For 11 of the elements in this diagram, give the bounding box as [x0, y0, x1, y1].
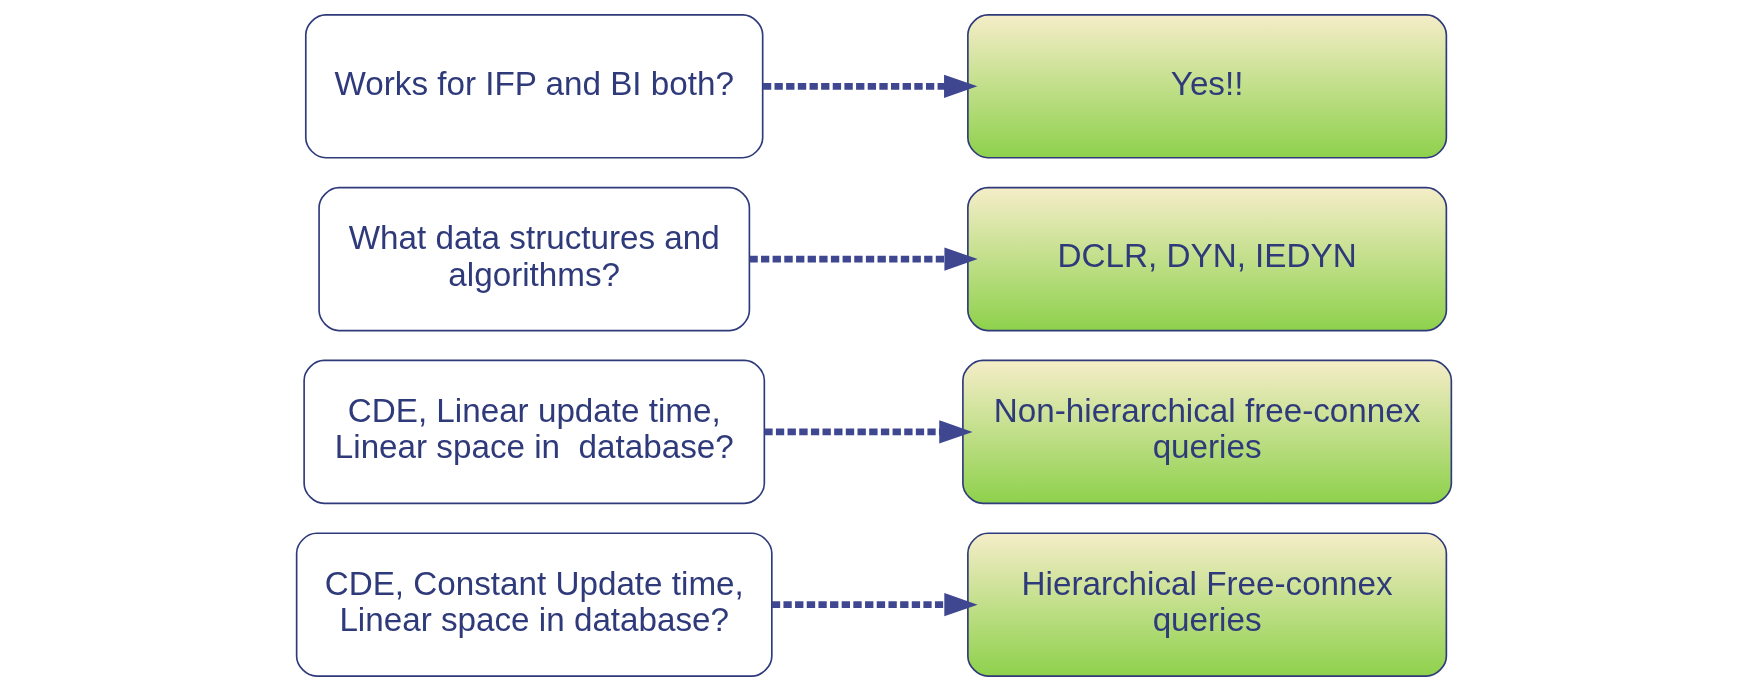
node-box: DCLR, DYN, IEDYN [967, 186, 1448, 332]
node-box: Works for IFP and BI both? [304, 14, 764, 159]
node-box: Non-hierarchical free-connex queries [962, 359, 1453, 505]
node-box: Hierarchical Free-connex queries [967, 532, 1448, 677]
node-box: What data structures and algorithms? [318, 186, 751, 332]
node-box: Yes!! [967, 14, 1448, 159]
arrow [764, 420, 973, 444]
node-box: CDE, Linear update time, Linear space in database? [303, 359, 766, 505]
arrow [749, 247, 978, 271]
node-box: CDE, Constant Update time, Linear space in database? [295, 532, 773, 677]
arrow [771, 593, 978, 617]
